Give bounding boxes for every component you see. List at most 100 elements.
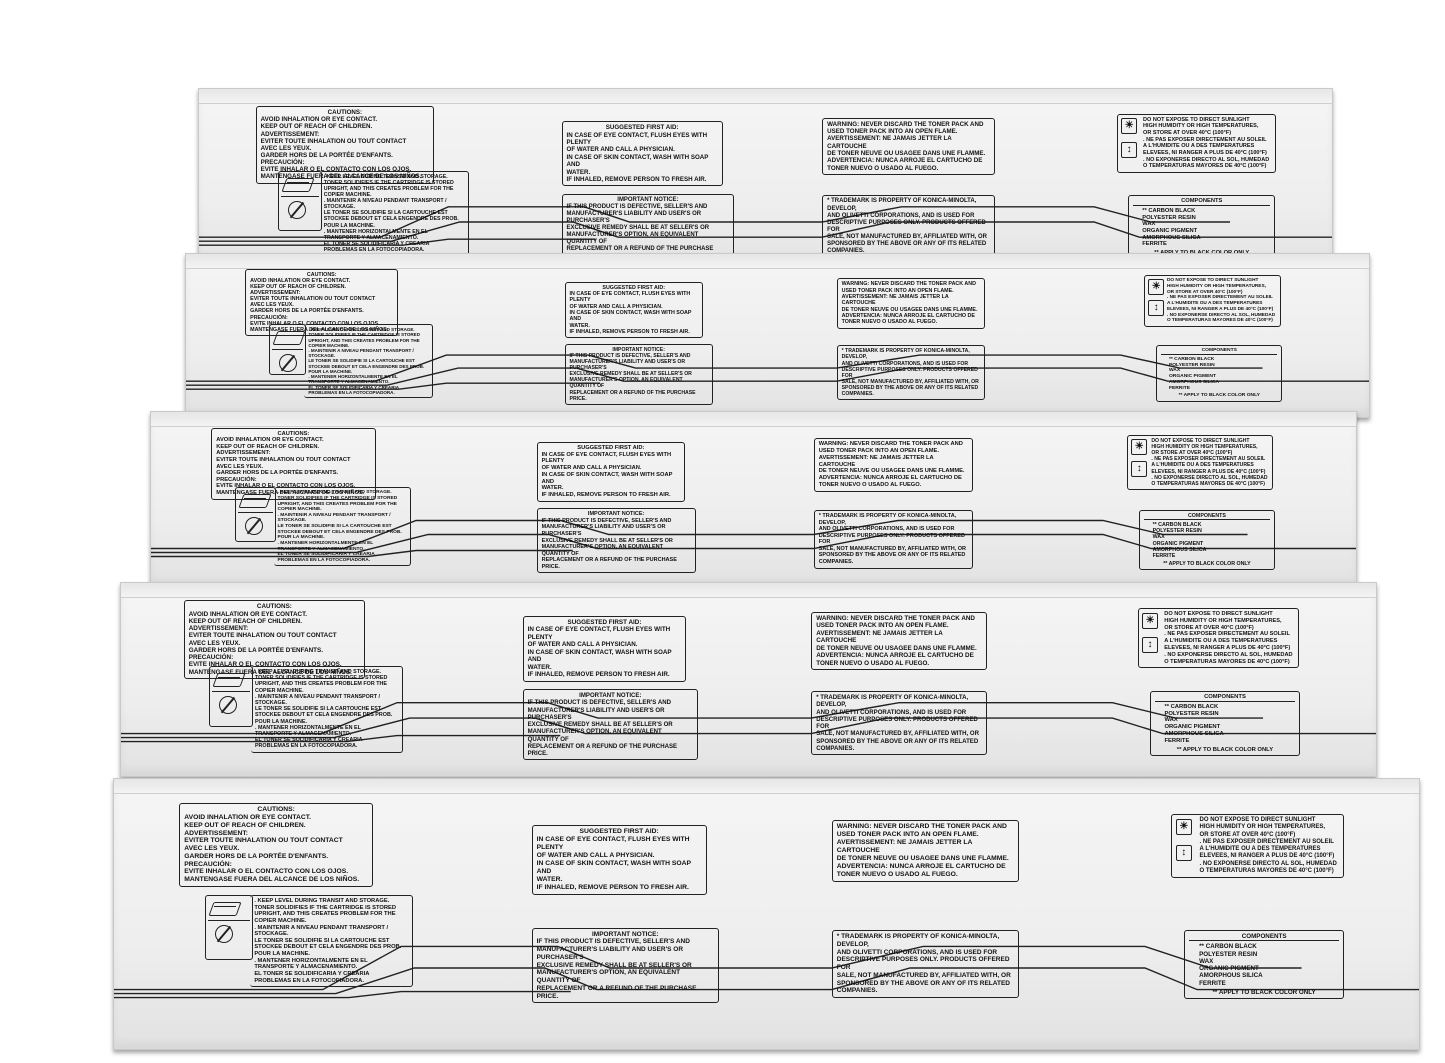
component-item: AMORPHOUS SILICA	[1199, 972, 1263, 980]
transit-pictogram	[235, 487, 276, 543]
label-line: AVERTISSEMENT: NE JAMAIS JETTER LA CARTO…	[818, 454, 934, 468]
label-line: EXCLUSIVE REMEDY SHALL BE AT SELLER'S OR	[569, 371, 692, 378]
components-title: COMPONENTS	[1133, 198, 1271, 207]
label-line: ELEVEES, NI RANGER A PLUS DE 40°C (100°F…	[1143, 150, 1267, 157]
label-line: OF WATER AND CALL A PHYSICIAN.	[536, 851, 655, 859]
label-line: ADVERTENCIA: NUNCA ARROJE EL CARTUCHO DE	[816, 652, 974, 660]
label-line: . MAINTENIR A NIVEAU PENDANT TRANSPORT /	[308, 348, 414, 354]
label-line: AVERTISSEMENT: NE JAMAIS JETTER LA CARTO…	[816, 629, 943, 645]
label-line: * TRADEMARK IS PROPERTY OF KONICA-MINOLT…	[827, 198, 977, 212]
label-line: GARDER HORS DE LA PORTÉE D'ENFANTS.	[260, 151, 393, 159]
label-line: REPLACEMENT OR A REFUND OF THE PURCHASE …	[527, 742, 678, 758]
decorative-line	[114, 990, 571, 999]
label-line: TONER NUEVO O USADO AL FUEGO.	[816, 659, 930, 667]
label-line: PRECAUCIÓN:	[184, 860, 232, 868]
important-notice-label: IMPORTANT NOTICE:IF THIS PRODUCT IS DEFE…	[531, 927, 720, 1004]
label-line: . KEEP LEVEL DURING TRANSIT AND STORAGE.	[254, 898, 390, 905]
label-line: A L'HUMIDITE OU A DES TEMPERATURES	[1143, 143, 1255, 150]
label-line: IMPORTANT NOTICE:	[579, 692, 642, 700]
label-line: ADVERTISSEMENT:	[250, 290, 301, 297]
label-line: AVEC LES YEUX.	[188, 639, 241, 647]
label-line: REPLACEMENT OR A REFUND OF THE PURCHASE …	[536, 984, 697, 1000]
label-line: . NO EXPONERSE DIRECTO AL SOL, HUMEDAD	[1199, 860, 1337, 867]
label-line: IF INHALED, REMOVE PERSON TO FRESH AIR.	[541, 492, 671, 499]
label-line: MANTENGASE FUERA DEL ALCANCE DE LOS NIÑO…	[250, 326, 389, 333]
label-line: . NO EXPONERSE DIRECTO AL SOL, HUMEDAD	[1143, 156, 1270, 163]
label-line: OF WATER AND CALL A PHYSICIAN.	[527, 641, 638, 649]
label-line: IF THIS PRODUCT IS DEFECTIVE, SELLER'S A…	[541, 517, 672, 524]
label-line: COPIER MACHINE.	[254, 917, 307, 924]
label-line: CAUTIONS:	[306, 271, 337, 278]
toner-box: CAUTIONS:AVOID INHALATION OR EYE CONTACT…	[150, 411, 1357, 588]
label-line: POUR LA MACHINE.	[277, 535, 325, 541]
label-line: * TRADEMARK IS PROPERTY OF KONICA-MINOLT…	[816, 694, 969, 709]
label-line: POUR LA MACHINE.	[308, 368, 353, 374]
label-line: . MAINTENIR A NIVEAU PENDANT TRANSPORT /	[277, 512, 391, 518]
label-line: EVITER TOUTE INHALATION OU TOUT CONTACT	[188, 632, 337, 640]
cautions-label: CAUTIONS:AVOID INHALATION OR EYE CONTACT…	[211, 427, 376, 500]
label-line: STOCKAGE.	[254, 931, 289, 938]
label-line: * TRADEMARK IS PROPERTY OF KONICA-MINOLT…	[836, 933, 1000, 948]
label-line: MANUFACTURER'S LIABILITY AND USER'S OR P…	[527, 706, 665, 721]
warning-label: WARNING: NEVER DISCARD THE TONER PACK AN…	[822, 117, 995, 176]
label-line: ADVERTENCIA: NUNCA ARROJE EL CARTUCHO DE	[836, 862, 1006, 870]
label-line: KEEP OUT OF REACH OF CHILDREN.	[184, 821, 306, 829]
label-line: TONER SOLIDIFIES IF THE CARTRIDGE IS STO…	[323, 179, 454, 186]
label-line: DESCRIPTIVE PURPOSES ONLY. PRODUCTS OFFE…	[818, 532, 965, 546]
label-line: O TEMPERATURAS MAYORES DE 40°C (100°F)	[1151, 480, 1265, 487]
label-line: POUR LA MACHINE.	[254, 951, 311, 958]
label-line: DESCRIPTIVE PURPOSES ONLY. PRODUCTS OFFE…	[827, 219, 986, 233]
sun-icon: ☀	[1175, 818, 1192, 835]
components-title: COMPONENTS	[1155, 694, 1295, 702]
sun-icon: ☀	[1148, 279, 1165, 296]
label-line: MANUFACTURER'S OPTION, AN EQUIVALENT QUA…	[541, 544, 663, 557]
label-line: GARDER HORS DE LA PORTÉE D'ENFANTS.	[250, 308, 364, 315]
label-line: OR STORE AT OVER 40°C (100°F)	[1199, 831, 1296, 838]
label-line: COMPANIES.	[818, 559, 854, 566]
thermometer-icon: ↕	[1142, 637, 1159, 654]
transit-label: . KEEP LEVEL DURING TRANSIT AND STORAGE.…	[319, 170, 470, 257]
component-item: POLYESTER RESIN	[1164, 710, 1219, 717]
component-item: WAX	[1168, 368, 1181, 374]
label-line: IN CASE OF SKIN CONTACT, WASH WITH SOAP …	[541, 471, 673, 485]
label-line: PRECAUCIÓN:	[260, 159, 305, 167]
label-line: TONER NUEVO O USADO AL FUEGO.	[818, 481, 922, 488]
label-line: MANUFACTURER'S OPTION, AN EQUIVALENT QUA…	[527, 728, 662, 743]
label-line: . NE PAS EXPOSER DIRECTEMENT AU SOLEIL	[1166, 295, 1273, 301]
label-line: SUGGESTED FIRST AID:	[577, 444, 645, 451]
label-line: EXCLUSIVE REMEDY SHALL BE AT SELLER'S OR	[527, 721, 673, 729]
label-line: MANUFACTURER'S LIABILITY AND USER'S OR P…	[566, 210, 702, 224]
label-line: DO NOT EXPOSE TO DIRECT SUNLIGHT	[1151, 437, 1250, 444]
no-flame-icon	[218, 695, 237, 714]
label-line: UPRIGHT, AND THIS CREATES PROBLEM FOR TH…	[323, 185, 454, 192]
label-line: ELEVEES, NI RANGER A PLUS DE 40°C (100°F…	[1151, 468, 1266, 475]
label-line: EVITER TOUTE INHALATION OU TOUT CONTACT	[260, 137, 407, 145]
component-item: WAX	[1152, 534, 1165, 541]
trademark-label: * TRADEMARK IS PROPERTY OF KONICA-MINOLT…	[822, 195, 995, 259]
label-line: SPONSORED BY THE ABOVE OR ANY OF ITS REL…	[827, 241, 987, 248]
label-line: COMPANIES.	[836, 987, 878, 995]
label-line: SALE, NOT MANUFACTURED BY, AFFILIATED WI…	[827, 234, 987, 241]
cautions-label: CAUTIONS:AVOID INHALATION OR EYE CONTACT…	[179, 803, 373, 887]
label-line: IMPORTANT NOTICE:	[587, 511, 645, 518]
label-line: TRANSPORTE Y ALMACENAMIENTO.	[277, 546, 365, 552]
warning-label: WARNING: NEVER DISCARD THE TONER PACK AN…	[836, 278, 985, 329]
label-line: DE TONER NEUVE OU USAGEE DANS UNE FLAMME…	[836, 854, 1009, 862]
label-line: DE TONER NEUVE OU USAGEE DANS UNE FLAMME…	[827, 150, 986, 157]
component-item: ORGANIC PIGMENT	[1142, 228, 1198, 235]
label-line: SPONSORED BY THE ABOVE OR ANY OF ITS REL…	[841, 385, 979, 392]
label-line: O TEMPERATURAS MAYORES DE 40°C (100°F)	[1164, 658, 1290, 665]
label-line: USED TONER PACK INTO AN OPEN FLAME.	[841, 287, 954, 294]
label-line: USED TONER PACK INTO AN OPEN FLAME.	[836, 830, 979, 838]
crate-icon-detail	[214, 906, 237, 913]
label-line: . NE PAS EXPOSER DIRECTEMENT AU SOLEIL	[1143, 136, 1267, 143]
component-item: ORGANIC PIGMENT	[1164, 724, 1221, 731]
label-line: SALE, NOT MANUFACTURED BY, AFFILIATED WI…	[816, 730, 979, 738]
crate-icon-detail	[217, 676, 240, 684]
label-line: PROBLEMAS EN LA FOTOCOPIADORA.	[308, 389, 395, 395]
label-line: STOCKEE DEBOUT ET CELA ENGENDRE DES PROB…	[254, 944, 402, 951]
label-line: O TEMPERATURAS MAYORES DE 40°C (100°F)	[1143, 163, 1267, 170]
label-line: MANTENGASE FUERA DEL ALCANCE DE LOS NIÑO…	[188, 668, 352, 676]
